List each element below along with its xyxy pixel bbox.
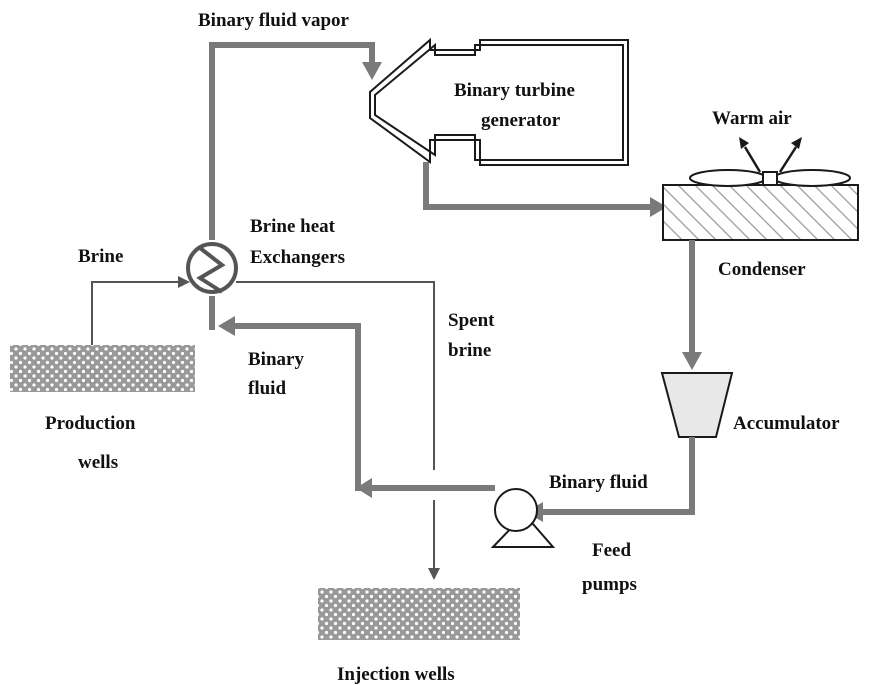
- label-production-line2: wells: [78, 452, 118, 473]
- label-accumulator: Accumulator: [733, 413, 840, 434]
- brine-heat-exchanger: [186, 242, 238, 294]
- label-production-line1: Production: [45, 413, 136, 434]
- brine-supply-line: [91, 276, 190, 345]
- label-condenser: Condenser: [718, 259, 806, 280]
- label-spent-brine-line1: Spent: [448, 310, 495, 331]
- exhaust-arrowhead: [650, 197, 667, 217]
- return-arrowhead-lower: [356, 478, 372, 498]
- vapor-arrowhead: [362, 62, 382, 80]
- vapor-pipe: [209, 42, 382, 240]
- label-binary-fluid-right: Binary fluid: [549, 472, 648, 493]
- label-binary-fluid-vapor: Binary fluid vapor: [198, 10, 350, 31]
- label-binary-fluid-left-line1: Binary: [248, 349, 304, 370]
- return-arrowhead-upper: [218, 316, 235, 336]
- spent-brine-line: [236, 281, 440, 580]
- label-feed-pumps-line1: Feed: [592, 540, 631, 561]
- label-warm-air: Warm air: [712, 108, 792, 129]
- label-heat-exchanger-line2: Exchangers: [250, 247, 345, 268]
- binary-fluid-return-pipe: [209, 296, 495, 498]
- label-injection-wells: Injection wells: [337, 664, 455, 685]
- accumulator: [660, 372, 734, 438]
- production-wells: [10, 345, 195, 392]
- label-feed-pumps-line2: pumps: [582, 574, 637, 595]
- label-heat-exchanger-line1: Brine heat: [250, 216, 336, 237]
- condenser-fan: [689, 137, 851, 187]
- label-brine: Brine: [78, 246, 123, 267]
- exhaust-pipe: [423, 162, 667, 217]
- label-binary-fluid-left-line2: fluid: [248, 378, 286, 399]
- turbine-generator: [369, 37, 629, 166]
- feed-pump: [490, 488, 556, 548]
- injection-wells: [318, 588, 520, 640]
- label-turbine-line1: Binary turbine: [454, 80, 575, 101]
- condensate-pipe: [682, 240, 702, 370]
- condensate-arrowhead: [682, 352, 702, 370]
- condenser: [662, 184, 859, 241]
- label-spent-brine-line2: brine: [448, 340, 491, 361]
- label-turbine-line2: generator: [481, 110, 561, 131]
